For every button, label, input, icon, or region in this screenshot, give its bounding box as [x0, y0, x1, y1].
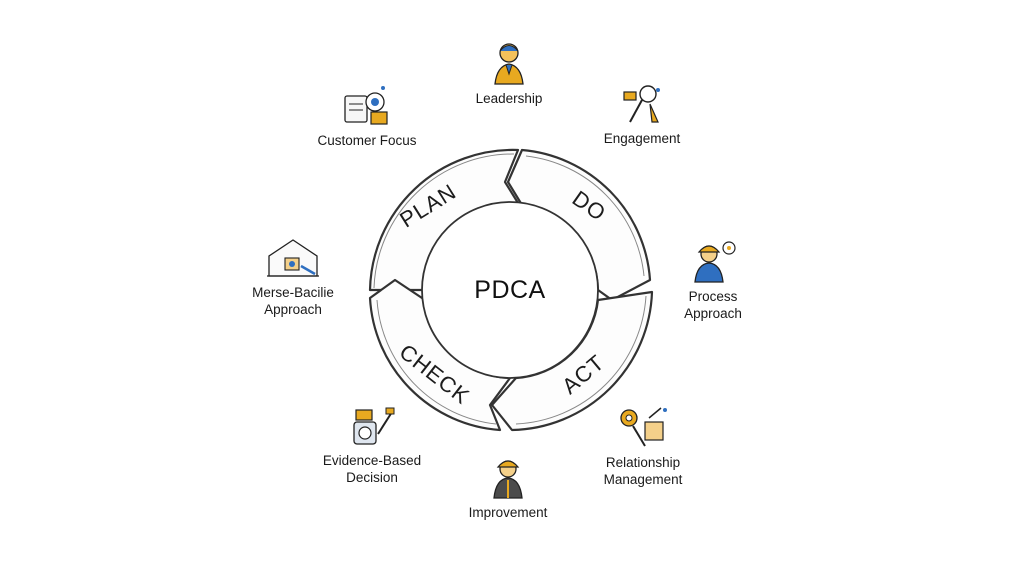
principle-improvement: Improvement [433, 454, 583, 521]
principle-label: Improvement [468, 505, 548, 520]
process-worker-icon [694, 241, 736, 283]
relationship-tools-icon [620, 407, 667, 447]
principle-label: Customer Focus [317, 133, 417, 148]
inner-ring [421, 201, 599, 379]
principle-label: Leadership [475, 91, 543, 106]
center-label: PDCA [474, 276, 546, 304]
principle-leadership: Leadership [434, 40, 584, 107]
engagement-tools-icon [623, 85, 660, 123]
do-sketch-stroke [525, 155, 645, 277]
check-sketch-stroke [376, 299, 497, 425]
act-sketch-stroke [515, 295, 647, 425]
house-approach-icon [267, 239, 319, 277]
principle-engagement: Engagement [567, 82, 717, 147]
evidence-machine-icon [353, 407, 395, 445]
customer-focus-icon [344, 86, 388, 125]
plan-sketch-stroke [373, 153, 515, 289]
improvement-worker-icon [493, 460, 523, 499]
leader-person-icon [494, 43, 524, 85]
principle-customer-focus: Customer Focus [292, 82, 442, 149]
principle-label: Engagement [603, 131, 681, 146]
